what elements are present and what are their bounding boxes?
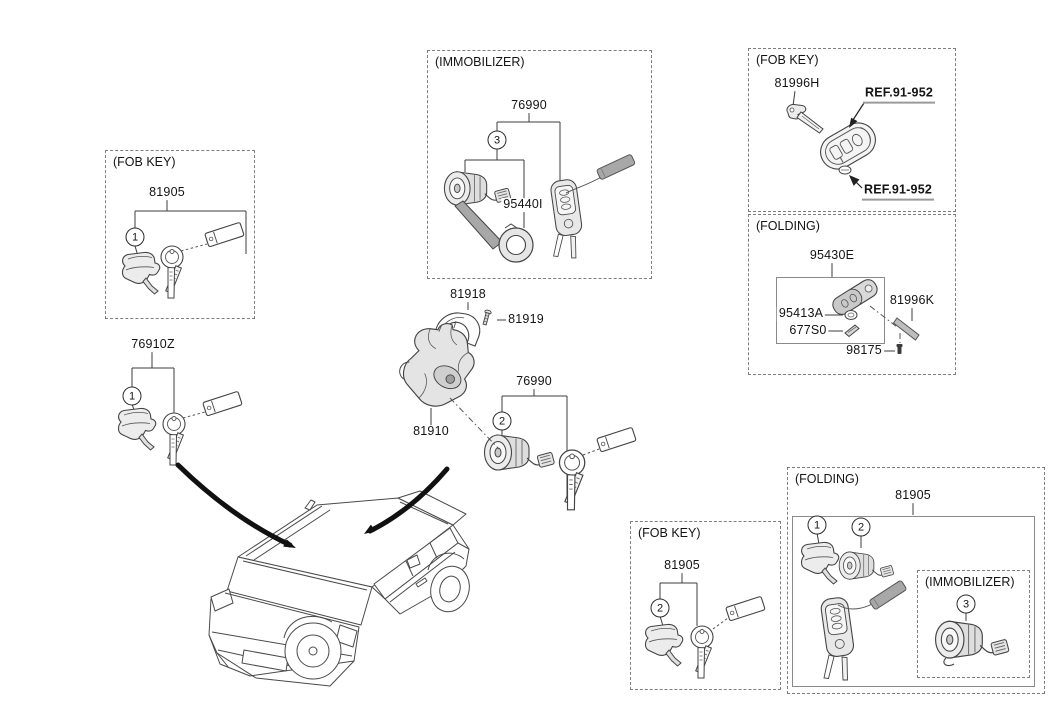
label-81919: 81919 bbox=[506, 312, 546, 327]
box-transmitter-inner bbox=[776, 277, 885, 344]
key-set-drawing bbox=[160, 245, 184, 299]
key-tag-drawing bbox=[202, 390, 243, 417]
key-tag-drawing bbox=[725, 595, 766, 622]
label-81905-top-left: 81905 bbox=[147, 185, 187, 200]
label-95440I: 95440I bbox=[501, 197, 545, 212]
label-81996K: 81996K bbox=[887, 293, 937, 308]
key-blanking-drawing bbox=[786, 103, 824, 134]
label-677S0: 677S0 bbox=[787, 323, 829, 338]
box-immobilizer-bottom-right: (IMMOBILIZER) bbox=[917, 570, 1030, 678]
label-95430E: 95430E bbox=[807, 248, 857, 263]
box-title: (FOLDING) bbox=[795, 472, 859, 486]
locator-arrow-left bbox=[175, 462, 296, 548]
box-folding-right: (FOLDING) bbox=[748, 214, 956, 375]
callout-1-bottom-right: 1 bbox=[807, 515, 827, 535]
set-screw-drawing bbox=[896, 344, 903, 354]
box-folding-set-inner bbox=[792, 516, 1035, 687]
tag-strings bbox=[180, 243, 729, 630]
box-immobilizer-top: (IMMOBILIZER) bbox=[427, 50, 652, 279]
box-title: (FOB KEY) bbox=[756, 53, 819, 67]
box-folding-bottom-right: (FOLDING) bbox=[787, 467, 1045, 694]
immobilizer-ignition-drawing bbox=[934, 620, 1010, 667]
callout-3-immobilizer-top: 3 bbox=[487, 130, 507, 150]
transmitter-battery-drawing bbox=[844, 310, 858, 320]
box-title: (IMMOBILIZER) bbox=[435, 55, 525, 69]
box-title: (IMMOBILIZER) bbox=[925, 575, 1015, 589]
ignition-switch-drawing bbox=[483, 434, 556, 471]
locator-arrow-right bbox=[364, 466, 450, 534]
folding-transmitter-drawing bbox=[832, 279, 878, 315]
box-fob-key-top-left: (FOB KEY) bbox=[105, 150, 255, 319]
key-battery-drawing bbox=[838, 165, 852, 175]
label-81905-bottom-center: 81905 bbox=[662, 558, 702, 573]
ref-arrow-bottom bbox=[849, 175, 863, 189]
door-lock-cylinder-drawing bbox=[121, 251, 161, 295]
ref-arrow-top bbox=[849, 102, 865, 128]
vehicle-rear-view-drawing bbox=[208, 490, 470, 687]
key-set-drawing bbox=[558, 449, 586, 511]
folding-key-drawing bbox=[549, 154, 636, 259]
box-fob-key-bottom: (FOB KEY) bbox=[630, 521, 781, 690]
callout-3-bottom-right: 3 bbox=[956, 594, 976, 614]
assembly-lines bbox=[449, 156, 901, 450]
key-set-drawing bbox=[162, 412, 186, 466]
door-lock-cylinder-drawing bbox=[644, 623, 684, 667]
callout-2-bottom-right: 2 bbox=[851, 517, 871, 537]
label-76990-main: 76990 bbox=[514, 374, 554, 389]
box-title: (FOLDING) bbox=[756, 219, 820, 233]
callout-1-76910Z: 1 bbox=[122, 386, 142, 406]
callout-1-top-left: 1 bbox=[125, 227, 145, 247]
bracket-bolt-drawing bbox=[481, 308, 493, 326]
ignition-switch-drawing bbox=[838, 551, 895, 580]
label-95413A: 95413A bbox=[776, 306, 826, 321]
label-ref-91-952-battery: REF.91-952 bbox=[861, 183, 935, 201]
label-76990-immobilizer: 76990 bbox=[509, 98, 549, 113]
label-81905-bottom-right: 81905 bbox=[893, 488, 933, 503]
key-set-drawing bbox=[690, 625, 714, 679]
steering-lock-ring-drawing bbox=[454, 200, 534, 263]
key-tag-drawing bbox=[596, 426, 637, 453]
label-76910Z: 76910Z bbox=[129, 337, 177, 352]
door-lock-cylinder-drawing bbox=[117, 407, 157, 451]
leader-lines bbox=[131, 90, 967, 627]
box-title: (FOB KEY) bbox=[638, 526, 701, 540]
steering-lock-body-drawing bbox=[399, 321, 475, 407]
folding-key-drawing bbox=[819, 580, 907, 681]
door-lock-cylinder-drawing bbox=[800, 541, 840, 585]
callout-2-76990-main: 2 bbox=[492, 411, 512, 431]
box-title: (FOB KEY) bbox=[113, 155, 176, 169]
key-blade-drawing bbox=[844, 324, 860, 338]
label-81996H: 81996H bbox=[772, 76, 822, 91]
label-81918: 81918 bbox=[448, 287, 488, 302]
label-ref-91-952-transmitter: REF.91-952 bbox=[862, 86, 936, 104]
box-fob-key-top-right: (FOB KEY) bbox=[748, 48, 956, 212]
label-98175: 98175 bbox=[844, 343, 884, 358]
key-tag-drawing bbox=[204, 221, 245, 248]
smart-key-fob-drawing bbox=[820, 122, 876, 170]
callout-2-bottom-center: 2 bbox=[650, 598, 670, 618]
label-81910: 81910 bbox=[411, 424, 451, 439]
key-blanking-folding-drawing bbox=[892, 317, 920, 341]
